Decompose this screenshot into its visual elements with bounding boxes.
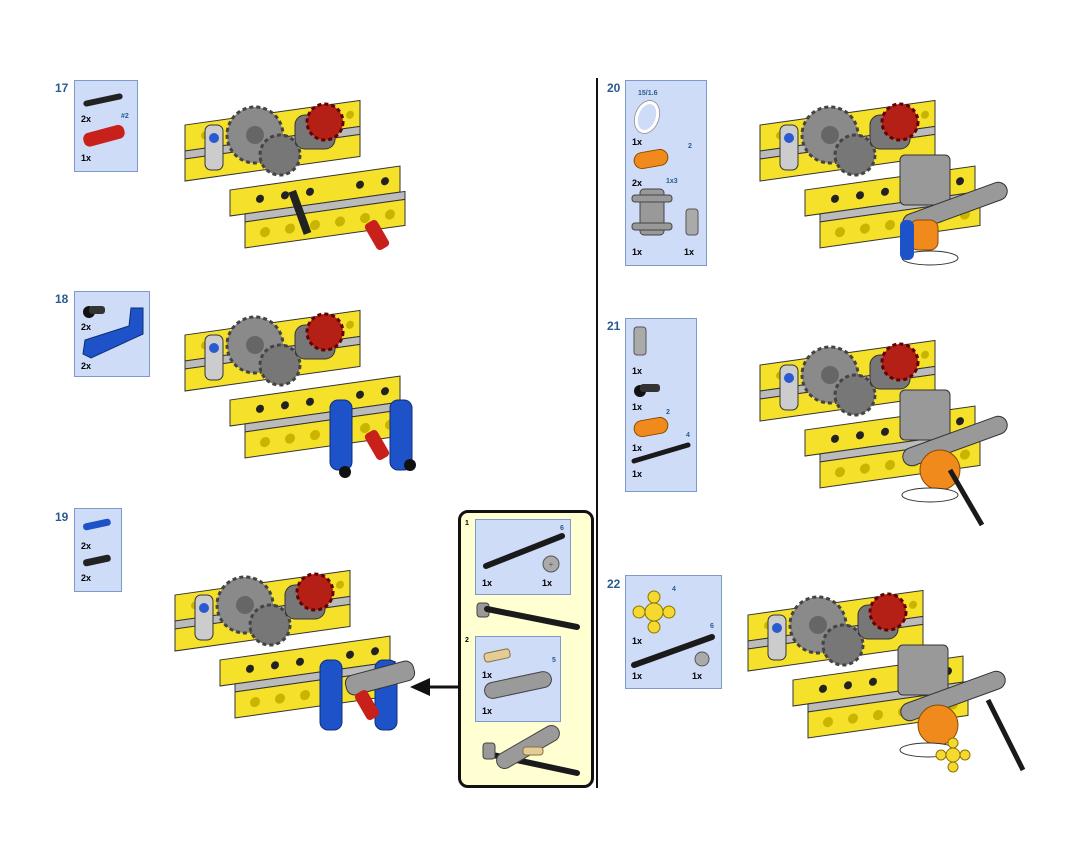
step-number: 20 [607,81,621,95]
sub-assembly-callout: 1 6 + 1x 1x 2 5 1x 1x [458,510,594,788]
step-number: 18 [55,292,69,306]
part-label: 1x3 [666,178,678,185]
part-qty: 1x [542,578,553,588]
part-qty: 2x [81,114,92,124]
black-axle-icon [631,442,691,464]
part-qty: 1x [482,670,493,680]
yellow-hub-icon [632,590,676,634]
assembly-step-21 [758,338,1008,527]
parts-list: 6 + 1x 1x [475,519,571,595]
part-qty: 1x [632,636,643,646]
part-label: 4 [686,432,690,439]
step-number: 19 [55,510,69,524]
part-qty: 1x [632,366,643,376]
parts-list: 2x 2x [74,508,122,592]
orange-beam-icon [633,416,669,438]
part-qty: 2x [632,178,643,188]
substep-1-result [476,602,580,630]
part-label: #2 [121,113,129,120]
assembly-step-22 [746,588,1026,773]
part-qty: 1x [632,469,643,479]
part-qty: 2x [81,322,92,332]
assembly-step-17 [183,98,407,252]
parts-list: 2x 2x [74,291,150,377]
gray-beam-icon [484,671,552,699]
substep-2-result [482,725,580,776]
step-number: 17 [55,81,69,95]
black-axle-icon [631,634,715,668]
assembly-step-19 [173,568,416,731]
bush-icon: + [542,555,560,573]
parts-list: 5 1x 1x [475,636,561,722]
black-pin-icon [634,384,660,397]
part-qty: 1x [692,671,703,681]
black-pin-icon [83,554,111,567]
part-qty: 1x [632,137,643,147]
parts-list: 2x #2 1x [74,80,138,172]
part-label: 4 [672,586,676,593]
part-label: 6 [560,525,564,532]
substep-number: 2 [465,637,469,644]
gray-axle-sleeve-icon [685,208,699,236]
part-label: 2 [666,409,670,416]
gray-connector-block-icon [631,188,673,236]
callout-arrow-icon [410,678,460,696]
substep-number: 1 [465,520,469,527]
blue-pin-axle-icon [83,518,111,531]
part-qty: 1x [632,443,643,453]
bush-icon [694,651,710,667]
red-axle-connector-icon [83,124,125,147]
part-qty: 1x [632,671,643,681]
part-label: 2 [688,143,692,150]
orange-beam-icon [633,148,669,170]
black-axle-icon [483,533,565,569]
part-qty: 1x [632,402,643,412]
blue-angled-beam-icon [82,307,144,359]
assembly-step-18 [183,308,416,478]
part-qty: 1x [482,578,493,588]
part-qty: 1x [632,247,643,257]
tan-pin-axle-icon [483,648,511,663]
white-rubber-band-icon [633,100,661,134]
black-pin-icon [83,306,105,318]
black-pin-axle-icon [83,93,123,107]
parts-list: 15/1.6 1x 2 2x 1x3 1x 1x [625,80,707,266]
part-qty: 1x [684,247,695,257]
parts-list: 1x 1x 2 1x 4 1x [625,318,697,492]
svg-text:+: + [549,560,554,569]
part-label: 15/1.6 [638,90,658,97]
gray-axle-sleeve-icon [633,326,647,356]
part-qty: 2x [81,361,92,371]
assembly-step-20 [758,98,1008,266]
step-number: 21 [607,319,621,333]
step-number: 22 [607,577,621,591]
part-label: 6 [710,623,714,630]
parts-list: 4 1x 6 1x 1x [625,575,722,689]
column-divider [596,78,598,788]
part-qty: 2x [81,541,92,551]
part-qty: 2x [81,573,92,583]
part-label: 5 [552,657,556,664]
part-qty: 1x [81,153,92,163]
part-qty: 1x [482,706,493,716]
